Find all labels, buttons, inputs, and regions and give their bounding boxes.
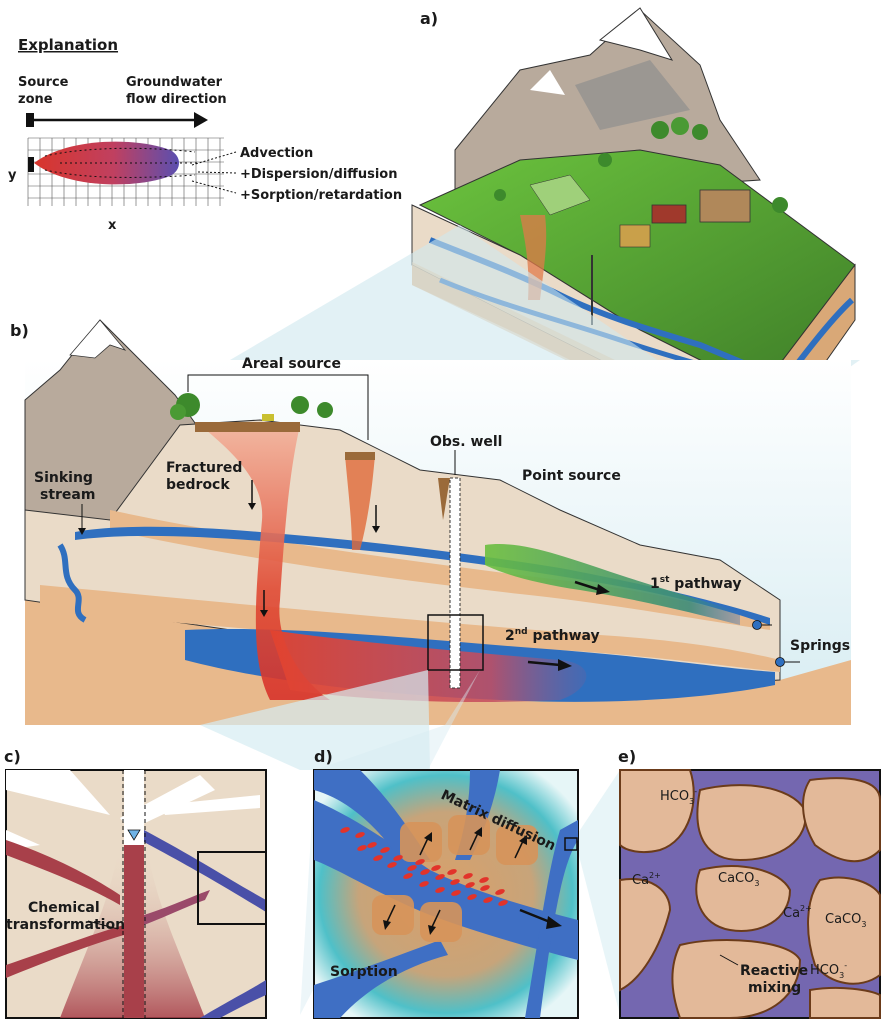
source-zone-marker xyxy=(26,113,34,127)
label-point-source: Point source xyxy=(522,468,621,484)
panel-b-tractor xyxy=(262,414,274,421)
panel-b-sediment-band-2 xyxy=(40,585,780,672)
panel-c-fracture-red-2 xyxy=(6,925,124,978)
label-sinking-stream-1: Sinking xyxy=(34,470,93,486)
connector-d-to-e xyxy=(570,770,620,1015)
panel-e: e) HCO3- Ca2+ CaCO3 Ca2+ CaCO3 HCO3- Rea… xyxy=(618,747,881,1019)
panel-a-snowcap xyxy=(598,7,674,61)
panel-d: d) Matrix diffusion Sorption xyxy=(313,747,579,1019)
explanation-legend: Explanation Source zone Groundwater flow… xyxy=(8,36,402,233)
panel-d-fracture-lower xyxy=(314,940,448,1018)
panel-b-areal-source-soil xyxy=(195,422,300,432)
panel-b-snowcap xyxy=(69,319,127,359)
panel-a-snowcap-2 xyxy=(530,70,565,95)
axis-x-label: x xyxy=(108,218,117,233)
label-caco3-center: CaCO3 xyxy=(718,871,759,888)
label-hco3-bottom: HCO3- xyxy=(810,961,847,980)
label-ca-right: Ca2+ xyxy=(783,904,812,921)
dispersion-leader xyxy=(197,171,237,174)
process-advection: Advection xyxy=(240,146,313,161)
label-reactive-mixing-2: mixing xyxy=(748,980,801,996)
panel-a-farmhouse xyxy=(651,204,687,224)
panel-d-contaminant-particles xyxy=(340,827,508,906)
panel-c: c) Chemical transformation xyxy=(4,747,267,1019)
panel-d-label: d) xyxy=(314,747,333,766)
panel-e-grains xyxy=(619,769,881,1019)
label-obs-well: Obs. well xyxy=(430,434,502,450)
panel-d-inset-box xyxy=(564,837,578,851)
panel-b-flow-arrows xyxy=(248,480,610,671)
panel-d-matrix-blocks xyxy=(372,815,538,942)
panel-a-label: a) xyxy=(420,9,438,28)
label-sorption: Sorption xyxy=(330,964,398,980)
panel-e-label: e) xyxy=(618,747,636,766)
panel-b-spring-lower xyxy=(775,657,785,667)
panel-b-point-plume xyxy=(485,544,740,625)
label-caco3-right: CaCO3 xyxy=(825,912,866,929)
panel-c-fracture-red-1 xyxy=(6,840,120,905)
flow-direction-label-2: flow direction xyxy=(126,92,227,107)
panel-d-arrows xyxy=(383,827,562,935)
axis-y-label: y xyxy=(8,168,17,183)
panel-c-fracture-white-1 xyxy=(6,770,110,815)
panel-a-crop-field xyxy=(529,174,591,216)
legend-dotted-lines xyxy=(44,147,200,178)
source-zone-label-1: Source xyxy=(18,75,69,90)
panel-c-water-table-icon xyxy=(127,829,141,841)
process-dispersion: +Dispersion/diffusion xyxy=(240,167,397,182)
panel-b-spring-upper xyxy=(752,620,762,630)
label-reactive-mixing-1: Reactive xyxy=(740,963,808,979)
label-hco3-top: HCO3- xyxy=(660,787,697,806)
panel-c-well-open xyxy=(124,770,144,845)
panel-a-buildings xyxy=(699,189,751,223)
panel-a-mountain-shadow xyxy=(575,60,690,130)
sorption-leader xyxy=(191,180,237,194)
panel-c-inset-box xyxy=(197,851,267,925)
panel-b-point-source-soil xyxy=(438,478,450,520)
flow-direction-label-1: Groundwater xyxy=(126,75,223,90)
explanation-title: Explanation xyxy=(18,36,118,54)
panel-b-areal-plume xyxy=(200,425,330,700)
panel-c-fracture-blue-2 xyxy=(200,980,266,1018)
label-chemical-transformation-1: Chemical xyxy=(28,900,100,916)
legend-source-block xyxy=(28,157,34,172)
label-chemical-transformation-2: transformation xyxy=(6,917,125,933)
panel-b-observation-well xyxy=(449,477,461,689)
label-fractured-bedrock-2: bedrock xyxy=(166,477,230,493)
source-zone-label-2: zone xyxy=(18,92,53,107)
panel-c-fracture-white-3 xyxy=(160,795,260,815)
panel-b-inset-box xyxy=(427,614,484,671)
panel-a-field xyxy=(619,224,651,248)
panel-c-label: c) xyxy=(4,747,21,766)
connector-b-to-c xyxy=(200,670,430,770)
panel-b-trees xyxy=(170,393,333,420)
panel-b-label: b) xyxy=(10,321,29,340)
flow-arrow-head xyxy=(194,112,208,128)
panel-b: b) xyxy=(10,319,851,725)
panel-b-point-soil xyxy=(345,452,375,460)
panel-b-sediment-band-1 xyxy=(110,510,770,630)
label-areal-source: Areal source xyxy=(242,356,341,372)
panel-c-borehole-fill xyxy=(124,845,144,1018)
panel-b-areal-bracket xyxy=(187,374,369,440)
label-springs: Springs xyxy=(790,638,850,654)
panel-d-fracture-main xyxy=(314,800,578,960)
panel-c-fracture-blue-1 xyxy=(144,830,266,912)
panel-c-fracture-mauve xyxy=(144,890,210,925)
panel-a-trees xyxy=(494,117,788,213)
label-ca-left: Ca2+ xyxy=(632,871,661,888)
advection-leader xyxy=(191,151,237,166)
label-first-pathway: 1st pathway xyxy=(650,575,742,592)
label-fractured-bedrock-1: Fractured xyxy=(166,460,242,476)
label-second-pathway: 2nd pathway xyxy=(505,627,600,644)
panel-b-secondary-plume xyxy=(345,455,375,550)
process-sorption: +Sorption/retardation xyxy=(240,188,402,203)
panel-a-plume xyxy=(520,215,547,300)
panel-b-sinking-stream xyxy=(57,543,87,623)
label-sinking-stream-2: stream xyxy=(40,487,95,503)
